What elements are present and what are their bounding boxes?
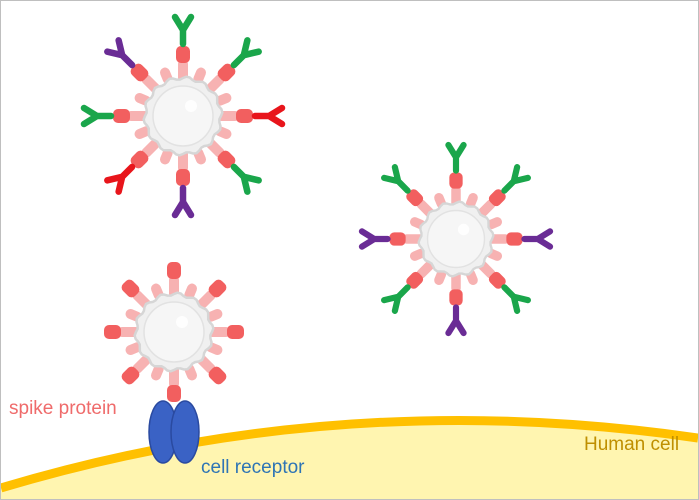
inner-spike	[160, 147, 173, 165]
spike-protein	[477, 189, 506, 218]
spike-protein	[121, 354, 152, 385]
virus-bound	[104, 262, 244, 402]
inner-spike	[434, 269, 447, 286]
inner-spike	[193, 67, 206, 85]
antibody-green	[80, 104, 115, 128]
antibody-green	[171, 13, 195, 48]
antibody-green	[445, 141, 467, 174]
spike-protein	[205, 63, 236, 94]
virus-core	[426, 209, 486, 269]
antibody-red	[251, 104, 286, 128]
inner-spike	[205, 309, 223, 322]
inner-spike	[486, 217, 503, 230]
spike-protein	[406, 260, 435, 289]
virus-right	[358, 141, 554, 337]
virus-highlight	[457, 223, 470, 236]
virus-top-left	[80, 13, 286, 219]
cell-receptor-lobe-right	[170, 400, 200, 464]
antibody-green	[230, 37, 262, 69]
antibody-purple	[445, 304, 467, 337]
spike-protein-label: spike protein	[9, 398, 117, 419]
spike-protein	[176, 46, 190, 82]
virus-core	[143, 301, 205, 363]
spike-protein	[167, 262, 181, 298]
inner-spike	[465, 192, 478, 209]
human-cell-body	[1, 420, 698, 499]
spike-protein	[488, 232, 523, 246]
antibody-green	[381, 284, 411, 314]
human-cell-label: Human cell	[584, 434, 680, 455]
antibody-green	[501, 284, 531, 314]
spike-protein	[217, 109, 253, 123]
inner-spike	[151, 363, 164, 381]
antibody-green	[230, 163, 262, 195]
antibody-purple	[521, 228, 554, 250]
virus-core	[152, 85, 214, 147]
cell-receptor	[148, 400, 200, 464]
antibody-purple	[358, 228, 391, 250]
antibody-purple	[171, 184, 195, 219]
virus-layer	[80, 13, 554, 402]
inner-spike	[409, 248, 426, 261]
antibody-green	[381, 164, 411, 194]
human-cell-membrane	[1, 415, 698, 493]
antibody-red	[104, 163, 136, 195]
cell-receptor-label: cell receptor	[201, 457, 305, 478]
inner-spike	[184, 283, 197, 301]
antibody-purple	[104, 37, 136, 69]
inner-spike	[125, 342, 143, 355]
antibody-green	[501, 164, 531, 194]
spike-protein	[196, 279, 227, 310]
virus-highlight	[185, 100, 197, 112]
inner-spike	[134, 126, 152, 139]
spike-protein	[130, 138, 161, 169]
virus-highlight	[176, 316, 188, 328]
inner-spike	[214, 93, 232, 106]
